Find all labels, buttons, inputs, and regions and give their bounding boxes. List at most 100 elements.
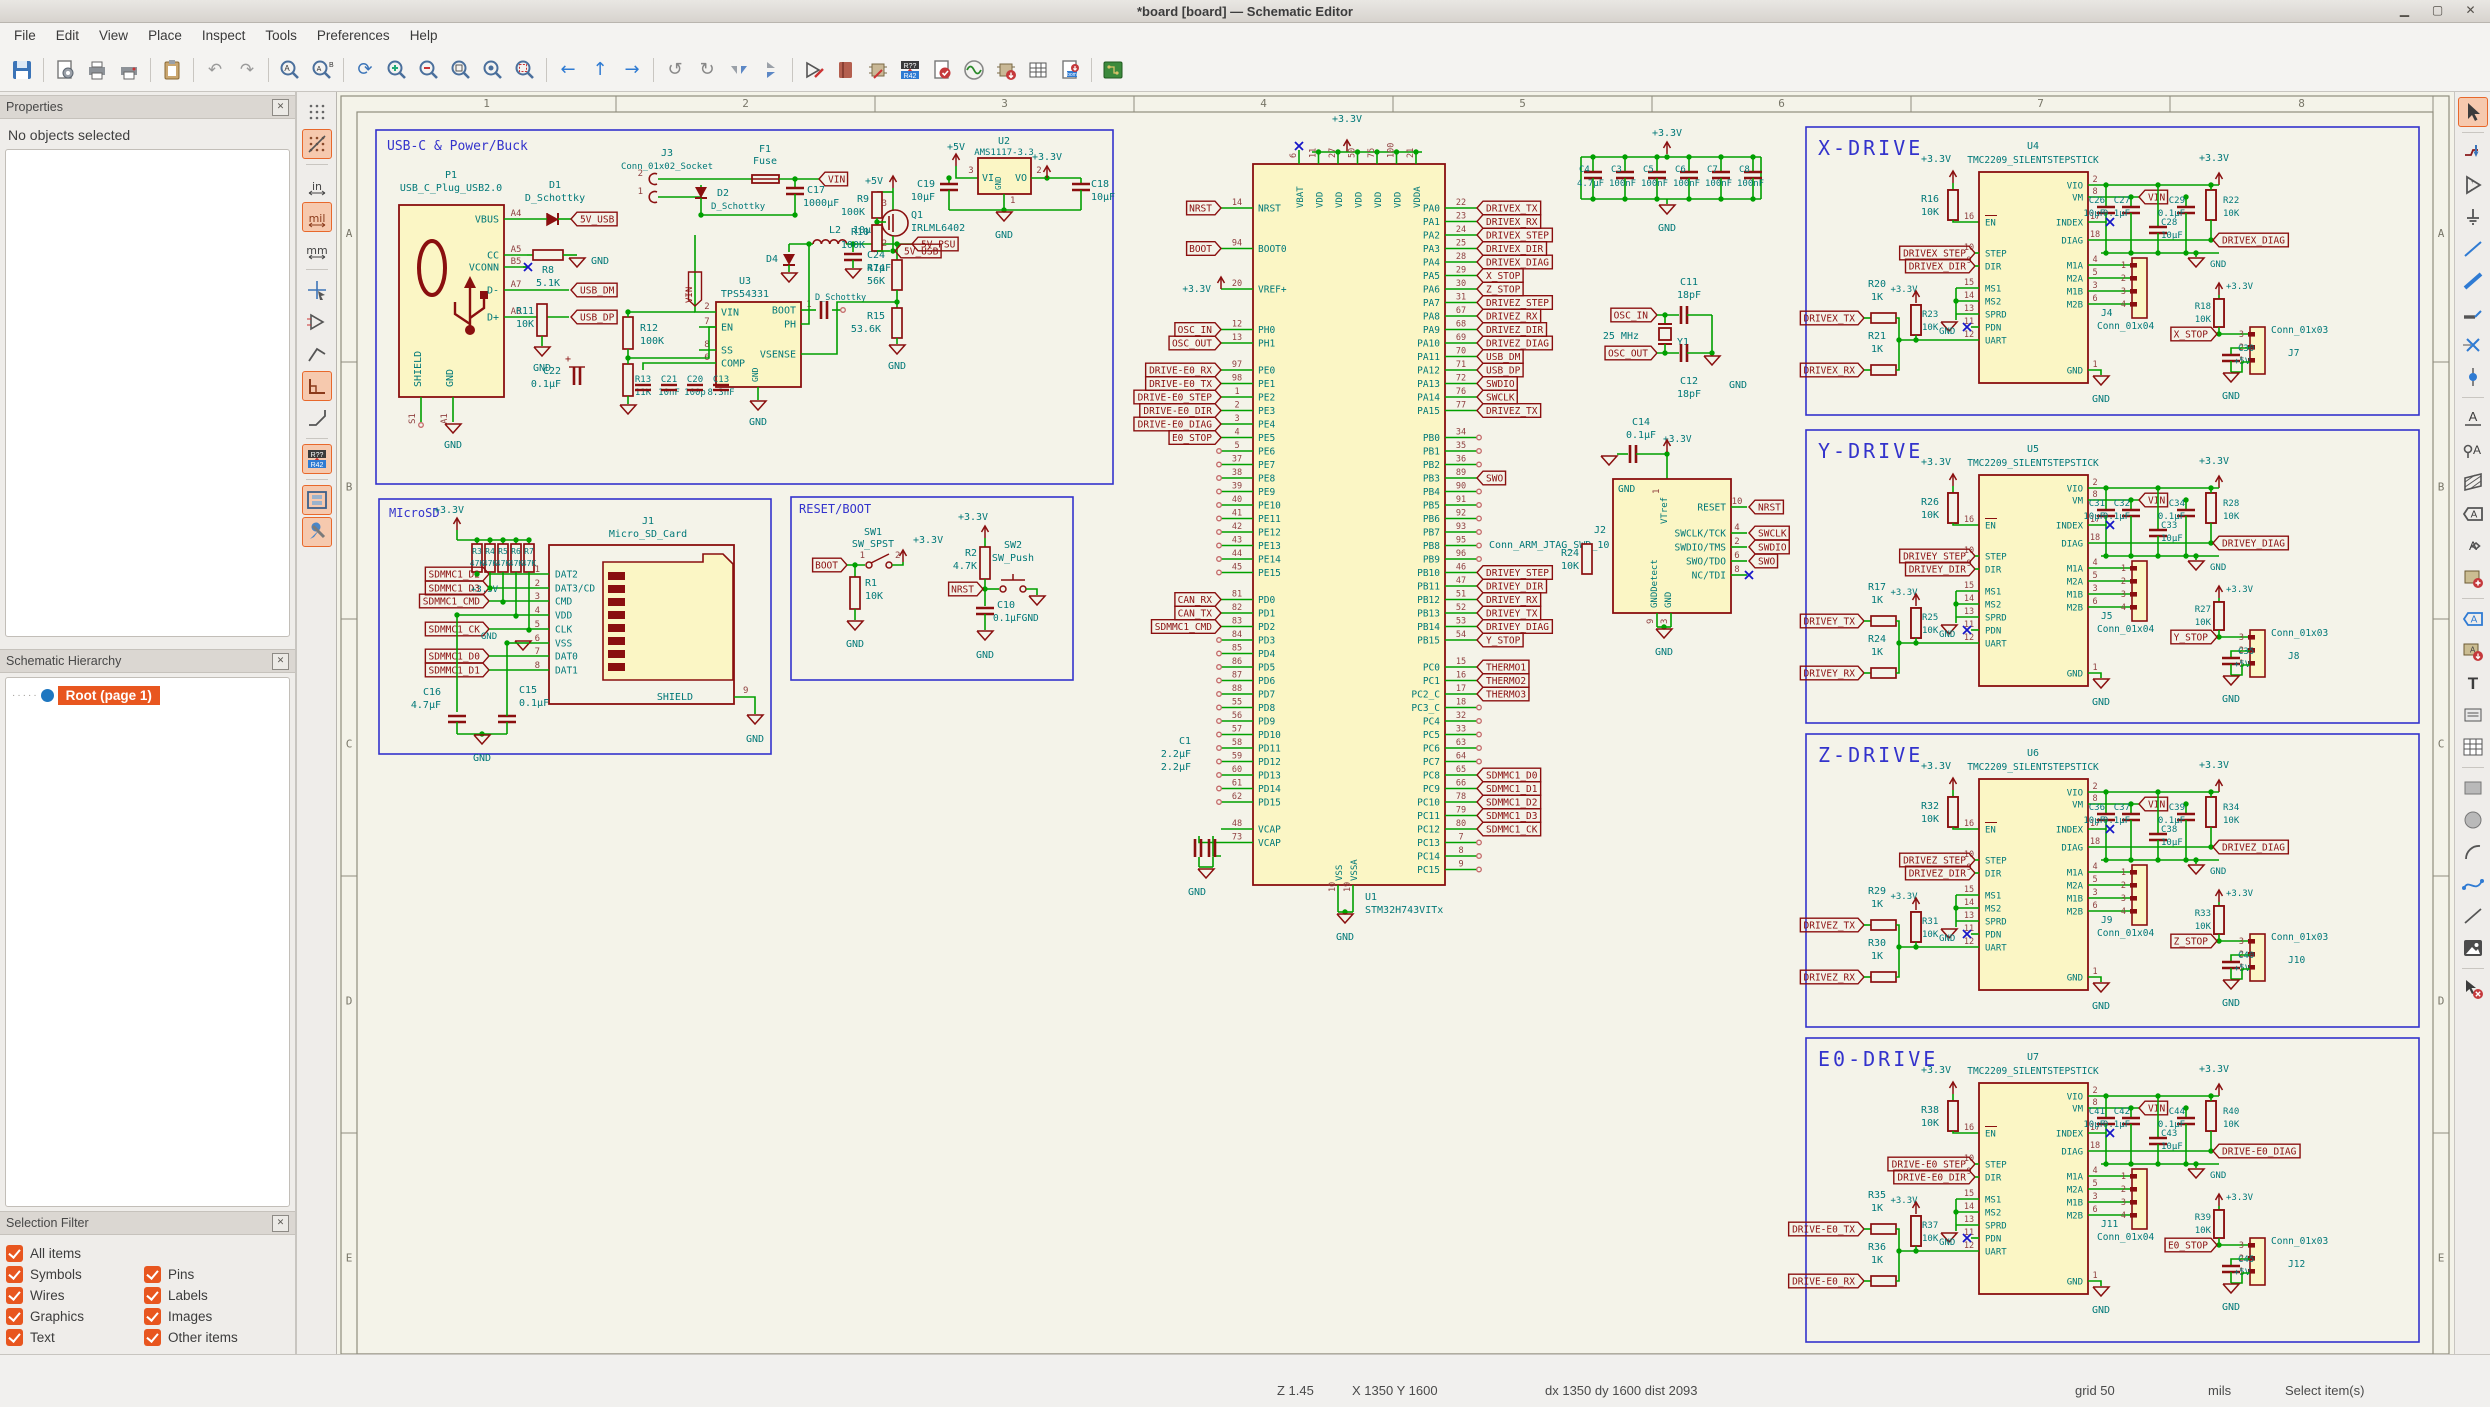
junction-icon[interactable]: [2458, 362, 2488, 392]
image-icon[interactable]: [2458, 933, 2488, 963]
rotate-cw-icon[interactable]: ↻: [692, 55, 722, 85]
hierarchy-close-icon[interactable]: ✕: [272, 652, 289, 670]
circle-icon[interactable]: [2458, 805, 2488, 835]
filter-text[interactable]: Text: [6, 1329, 144, 1346]
redo-icon[interactable]: ↷: [232, 55, 262, 85]
units-mm-icon[interactable]: mm: [302, 234, 332, 264]
text-box-icon[interactable]: [2458, 700, 2488, 730]
zoom-in-icon[interactable]: [382, 55, 412, 85]
page-settings-icon[interactable]: [50, 55, 80, 85]
menu-file[interactable]: File: [14, 28, 36, 43]
nav-right-icon[interactable]: →: [617, 55, 647, 85]
assign-footprints-icon[interactable]: [991, 55, 1021, 85]
filter-other-items[interactable]: Other items: [144, 1329, 282, 1346]
plot-icon[interactable]: [114, 55, 144, 85]
line-icon[interactable]: [2458, 901, 2488, 931]
crosshair-cursor-icon[interactable]: [302, 275, 332, 305]
checkbox-checked-icon[interactable]: [144, 1329, 161, 1346]
zoom-out-icon[interactable]: [414, 55, 444, 85]
menu-edit[interactable]: Edit: [55, 28, 80, 43]
annotate-auto-icon[interactable]: R??R42: [301, 444, 332, 474]
undo-icon[interactable]: ↶: [200, 55, 230, 85]
symbol-editor-icon[interactable]: [799, 55, 829, 85]
arc-icon[interactable]: [2458, 837, 2488, 867]
checkbox-checked-icon[interactable]: [144, 1287, 161, 1304]
zoom-objects-icon[interactable]: [478, 55, 508, 85]
maximize-icon[interactable]: ▢: [2431, 3, 2444, 17]
checkbox-checked-icon[interactable]: [6, 1266, 23, 1283]
paste-icon[interactable]: [157, 55, 187, 85]
grid-visibility-icon[interactable]: [302, 97, 332, 127]
checkbox-checked-icon[interactable]: [6, 1245, 23, 1262]
checkbox-checked-icon[interactable]: [6, 1287, 23, 1304]
minimize-icon[interactable]: ▁: [2399, 3, 2410, 17]
place-power-icon[interactable]: [2458, 202, 2488, 232]
refresh-icon[interactable]: ⟳: [350, 55, 380, 85]
bom-icon[interactable]: bom: [1055, 55, 1085, 85]
properties-close-icon[interactable]: ✕: [272, 98, 289, 116]
mirror-v-icon[interactable]: [724, 55, 754, 85]
wire-90-icon[interactable]: [301, 371, 332, 401]
properties-tools-icon[interactable]: [301, 517, 332, 547]
menu-view[interactable]: View: [99, 28, 129, 43]
status-grid[interactable]: grid 50: [2075, 1383, 2115, 1398]
units-inches-icon[interactable]: in: [302, 170, 332, 200]
filter-all-items[interactable]: All items: [6, 1245, 144, 1262]
menu-inspect[interactable]: Inspect: [201, 28, 246, 43]
menu-place[interactable]: Place: [148, 28, 182, 43]
rotate-ccw-icon[interactable]: ↺: [660, 55, 690, 85]
highlight-net-icon[interactable]: [2458, 138, 2488, 168]
wire-free-angle-icon[interactable]: [302, 339, 332, 369]
hierarchical-label-icon[interactable]: A: [2458, 531, 2488, 561]
nav-up-icon[interactable]: ↑: [585, 55, 615, 85]
zoom-selection-icon[interactable]: [510, 55, 540, 85]
find-icon[interactable]: A: [275, 55, 305, 85]
menu-preferences[interactable]: Preferences: [316, 28, 390, 43]
delete-icon[interactable]: [2458, 974, 2488, 1004]
global-label-icon[interactable]: A: [2458, 499, 2488, 529]
simulator-icon[interactable]: [959, 55, 989, 85]
bezier-icon[interactable]: [2458, 869, 2488, 899]
menu-help[interactable]: Help: [409, 28, 438, 43]
net-label-icon[interactable]: A: [2458, 403, 2488, 433]
draw-wire-icon[interactable]: [2458, 234, 2488, 264]
checkbox-checked-icon[interactable]: [144, 1308, 161, 1325]
menu-tools[interactable]: Tools: [265, 28, 297, 43]
symbol-library-icon[interactable]: [831, 55, 861, 85]
wire-45-icon[interactable]: [302, 403, 332, 433]
filter-graphics[interactable]: Graphics: [6, 1308, 144, 1325]
erc-icon[interactable]: [927, 55, 957, 85]
hierarchy-root-label[interactable]: Root (page 1): [57, 686, 160, 705]
zoom-page-icon[interactable]: [446, 55, 476, 85]
filter-images[interactable]: Images: [144, 1308, 282, 1325]
units-mils-icon[interactable]: mil: [301, 202, 332, 232]
title-bar[interactable]: *board [board] — Schematic Editor ▁ ▢ ✕: [0, 0, 2490, 23]
checkbox-checked-icon[interactable]: [6, 1308, 23, 1325]
nav-left-icon[interactable]: ←: [553, 55, 583, 85]
text-icon[interactable]: T: [2458, 668, 2488, 698]
draw-bus-icon[interactable]: [2458, 266, 2488, 296]
place-symbol-icon[interactable]: +-: [2458, 170, 2488, 200]
close-icon[interactable]: ✕: [2465, 3, 2476, 17]
rule-area-icon[interactable]: [2458, 467, 2488, 497]
selection-filter-close-icon[interactable]: ✕: [272, 1214, 289, 1232]
sheet-pin-icon[interactable]: A: [2458, 636, 2488, 666]
save-icon[interactable]: [7, 55, 37, 85]
filter-labels[interactable]: Labels: [144, 1287, 282, 1304]
open-pcb-icon[interactable]: [1098, 55, 1128, 85]
hierarchical-sheet-icon[interactable]: [2458, 563, 2488, 593]
annotate-icon[interactable]: R??R42: [895, 55, 925, 85]
table-icon[interactable]: [2458, 732, 2488, 762]
filter-symbols[interactable]: Symbols: [6, 1266, 144, 1283]
checkbox-checked-icon[interactable]: [144, 1266, 161, 1283]
checkbox-checked-icon[interactable]: [6, 1329, 23, 1346]
import-sheet-pin-icon[interactable]: A: [2458, 604, 2488, 634]
rectangle-icon[interactable]: [2458, 773, 2488, 803]
filter-wires[interactable]: Wires: [6, 1287, 144, 1304]
net-class-directive-icon[interactable]: A: [2458, 435, 2488, 465]
mirror-h-icon[interactable]: [756, 55, 786, 85]
hierarchy-root-item[interactable]: ····· Root (page 1): [6, 678, 289, 705]
print-icon[interactable]: [82, 55, 112, 85]
